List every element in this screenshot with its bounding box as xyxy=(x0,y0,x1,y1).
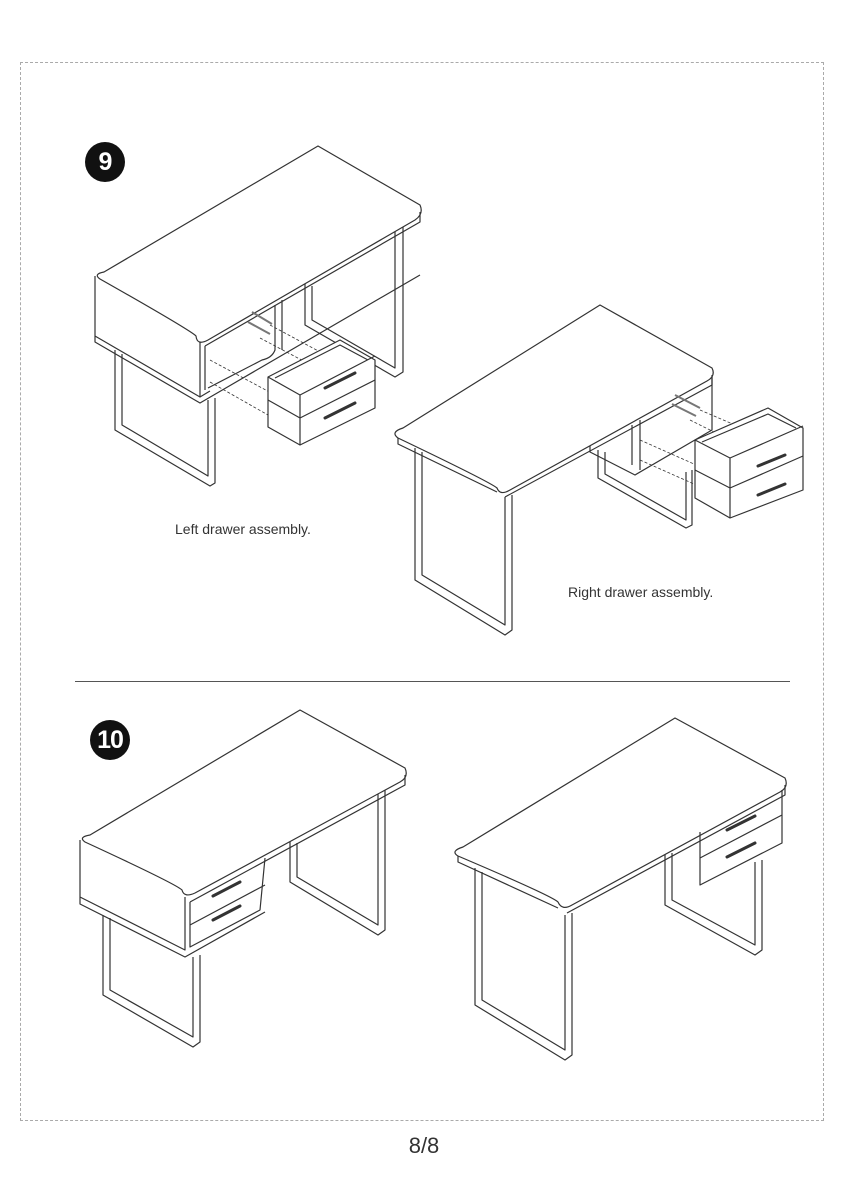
step10-left-desk-illustration xyxy=(79,709,407,1048)
left-drawer-caption: Left drawer assembly. xyxy=(175,521,311,537)
step9-left-desk-illustration xyxy=(94,145,422,487)
page-number: 8/8 xyxy=(408,1133,440,1158)
step10-right-desk-illustration xyxy=(454,717,787,1061)
step-9-number: 9 xyxy=(98,147,113,176)
step-10-number: 10 xyxy=(97,725,124,754)
step9-right-desk-illustration xyxy=(394,304,804,636)
step-9-badge: 9 xyxy=(85,142,125,182)
step-10-badge: 10 xyxy=(90,720,130,760)
right-drawer-caption: Right drawer assembly. xyxy=(568,584,714,600)
step-divider xyxy=(75,681,790,682)
page-border xyxy=(20,62,824,1121)
